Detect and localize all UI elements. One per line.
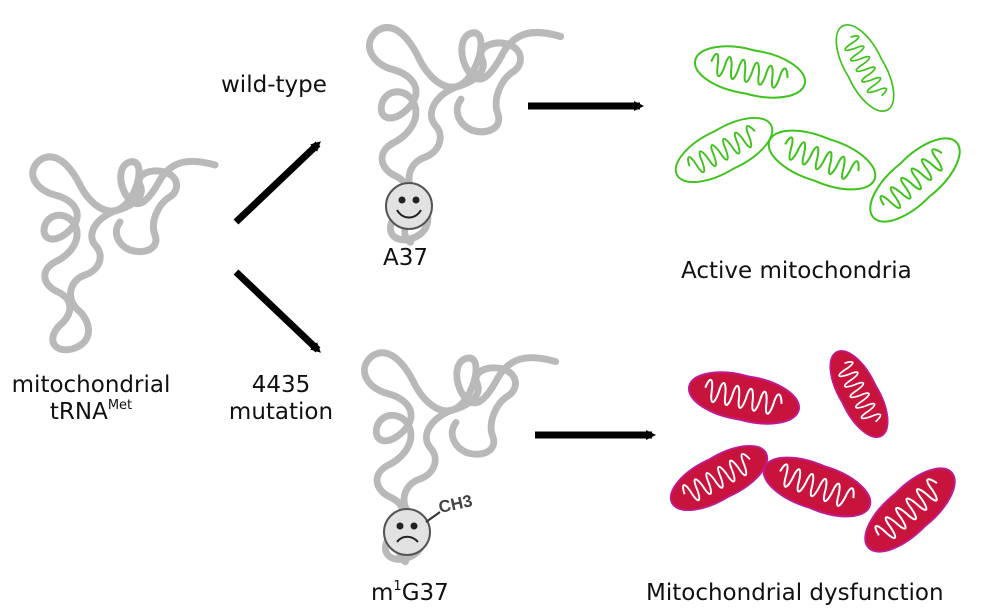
a37-label: A37	[383, 245, 429, 271]
active-mitochondria-label: Active mitochondria	[681, 258, 912, 284]
m1g37-label: m1G37	[371, 579, 449, 606]
trna-left-icon	[33, 157, 215, 350]
active-mitochondria-icon	[666, 16, 973, 236]
smiley-face-icon	[385, 182, 433, 230]
left-label-line2: tRNAMet	[49, 398, 133, 425]
mutation-label-line2: mutation	[228, 399, 334, 425]
left-label: mitochondrial tRNAMet	[0, 372, 182, 426]
sad-face-icon	[383, 508, 441, 556]
mitochondrial-dysfunction-label: Mitochondrial dysfunction	[646, 580, 944, 606]
mutation-label-line1: 4435	[251, 372, 311, 398]
wildtype-label: wild-type	[221, 72, 327, 98]
dysfunctional-mitochondria-icon	[661, 342, 968, 566]
arrow-to-mutation	[233, 269, 321, 353]
methyl-group-label: CH3	[437, 491, 474, 517]
arrow-to-wildtype	[233, 141, 321, 225]
left-label-line1: mitochondrial	[11, 372, 171, 398]
mutation-label: 4435 mutation	[218, 372, 344, 426]
